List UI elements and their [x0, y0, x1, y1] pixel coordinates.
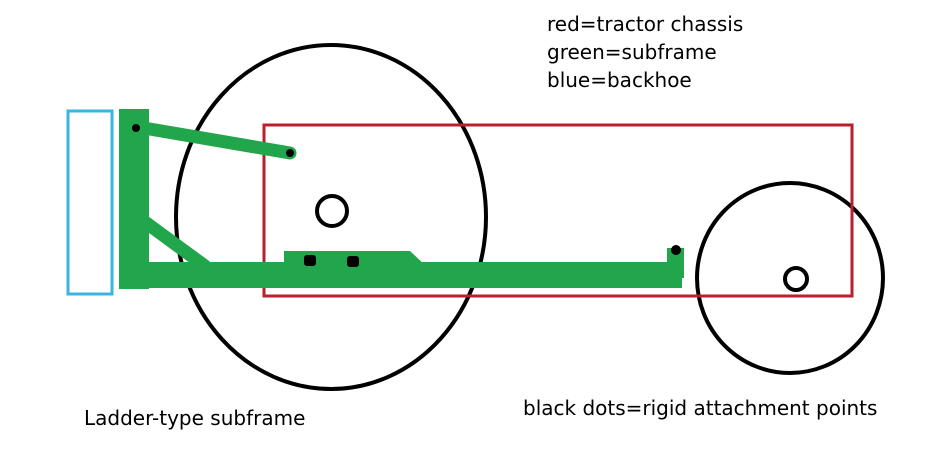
attachment-points: [132, 124, 681, 267]
subframe-front-stub: [667, 248, 684, 278]
attachment-dot: [347, 256, 359, 267]
front-wheel: [695, 181, 885, 375]
legend-item-blue: blue=backhoe: [547, 68, 692, 92]
attachment-points-caption: black dots=rigid attachment points: [523, 396, 878, 420]
attachment-dot: [671, 245, 681, 255]
subframe-vertical-post: [119, 109, 149, 289]
legend: red=tractor chassis green=subframe blue=…: [547, 10, 743, 94]
rear-wheel: [174, 43, 488, 391]
legend-item-red: red=tractor chassis: [547, 12, 744, 36]
subframe: [119, 109, 684, 289]
subframe-main-rail: [119, 262, 682, 288]
subframe-upper-link: [131, 120, 297, 160]
attachment-dot: [304, 255, 316, 266]
subframe-type-caption: Ladder-type subframe: [84, 406, 306, 430]
subframe-diagonal-brace: [138, 215, 212, 273]
rear-wheel-hub: [315, 194, 349, 228]
attachment-dot: [286, 149, 294, 157]
tractor-chassis-rect: [262, 123, 854, 298]
legend-item-green: green=subframe: [547, 40, 717, 64]
attachment-dot: [132, 124, 140, 132]
front-wheel-hub: [783, 266, 809, 292]
backhoe-rect: [66, 109, 114, 296]
